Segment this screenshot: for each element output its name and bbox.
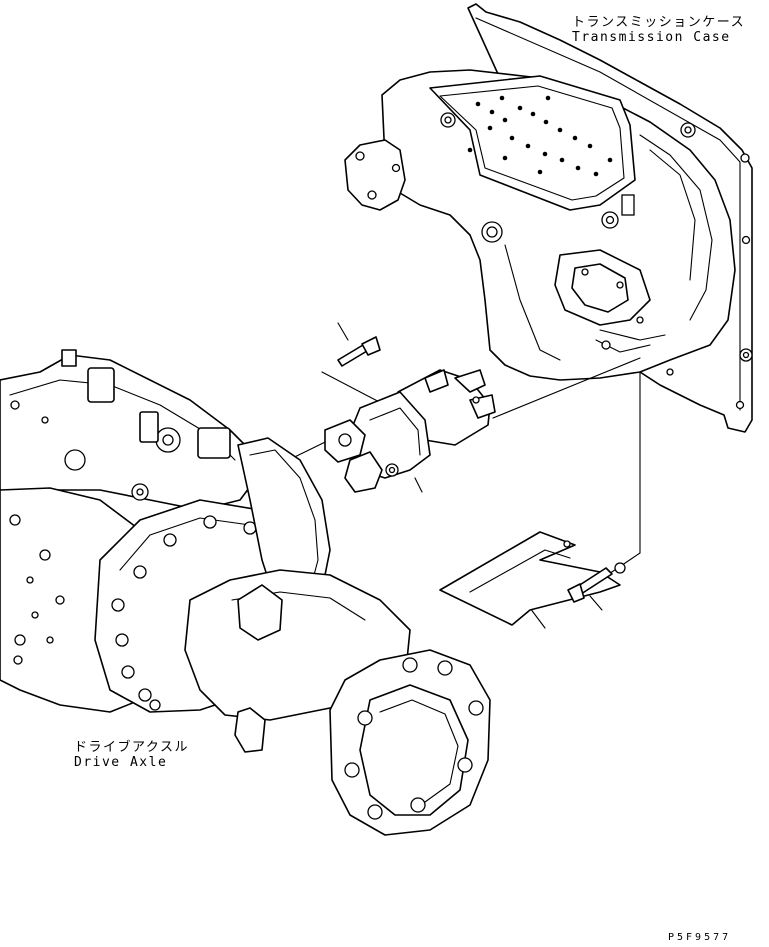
cover-plate [439, 531, 621, 626]
drive-shaft [324, 369, 496, 493]
transmission-case [344, 3, 753, 433]
drive-axle [0, 349, 491, 836]
drive-axle-label-en: Drive Axle [74, 754, 168, 770]
mounting-bolt [337, 336, 381, 367]
drive-axle-label-jp: ドライブアクスル [74, 740, 189, 755]
transmission-case-label-en: Transmission Case [572, 29, 731, 45]
transmission-case-label: トランスミッションケース Transmission Case [572, 15, 746, 46]
transmission-case-label-jp: トランスミッションケース [572, 15, 746, 30]
plate-bolt [567, 562, 626, 603]
drawing-code: P5F9577 [668, 932, 732, 943]
drive-axle-label: ドライブアクスル Drive Axle [74, 740, 189, 771]
